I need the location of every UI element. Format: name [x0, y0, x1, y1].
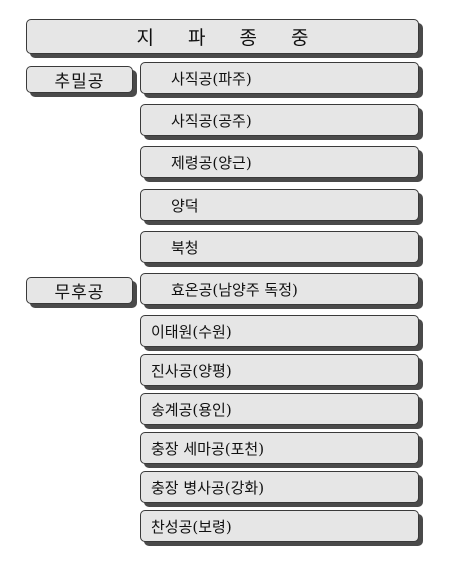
branch-box: 송계공(용인) — [140, 393, 419, 425]
branch-box: 효온공(남양주 독정) — [140, 273, 419, 305]
branch-box: 제령공(양근) — [140, 146, 419, 178]
branch-box: 충장 병사공(강화) — [140, 471, 419, 503]
branch-box: 사직공(파주) — [140, 62, 419, 94]
diagram-title-box: 지 파 종 중 — [26, 19, 419, 54]
branch-label: 제령공(양근) — [171, 153, 252, 172]
branch-box: 진사공(양평) — [140, 354, 419, 386]
group-label-box-chumil: 추밀공 — [26, 66, 133, 93]
branch-box: 찬성공(보령) — [140, 510, 419, 542]
branch-label: 북청 — [171, 238, 199, 257]
branch-box: 충장 세마공(포천) — [140, 432, 419, 464]
branch-label: 효온공(남양주 독정) — [171, 280, 298, 299]
group-label-box-muhu: 무후공 — [26, 277, 133, 304]
branch-label: 사직공(공주) — [171, 111, 252, 130]
branch-label: 양덕 — [171, 196, 199, 215]
branch-label: 송계공(용인) — [151, 400, 232, 419]
diagram-title: 지 파 종 중 — [136, 27, 323, 49]
branch-box: 이태원(수원) — [140, 315, 419, 347]
branch-label: 충장 병사공(강화) — [151, 478, 265, 497]
group-label: 추밀공 — [54, 72, 105, 92]
group-label: 무후공 — [54, 283, 105, 303]
branch-label: 이태원(수원) — [151, 322, 232, 341]
branch-box: 사직공(공주) — [140, 104, 419, 136]
branch-box: 양덕 — [140, 189, 419, 221]
branch-box: 북청 — [140, 231, 419, 263]
branch-label: 사직공(파주) — [171, 69, 252, 88]
branch-label: 진사공(양평) — [151, 361, 232, 380]
branch-label: 충장 세마공(포천) — [151, 439, 265, 458]
branch-label: 찬성공(보령) — [151, 517, 232, 536]
